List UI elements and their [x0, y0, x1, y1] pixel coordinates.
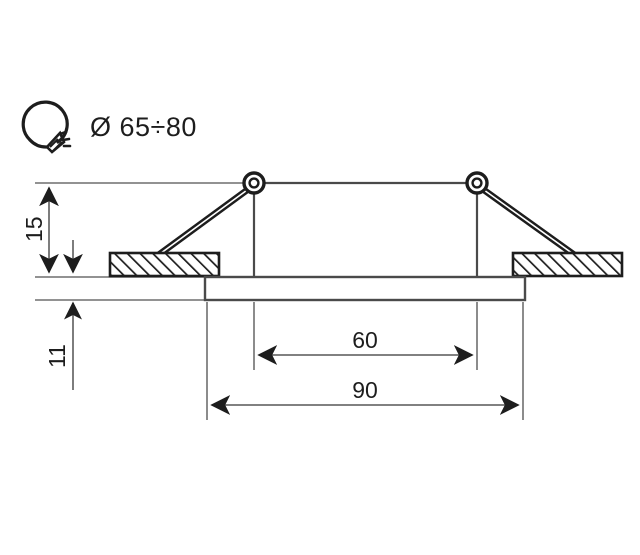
fixture-body-outline — [252, 181, 479, 277]
dimension-90: 90 — [210, 377, 520, 415]
pivot-right — [465, 171, 489, 195]
dimension-11-label: 11 — [44, 344, 70, 368]
spring-clip-right — [473, 181, 580, 260]
ceiling-section-left — [108, 251, 221, 278]
pivot-left — [242, 171, 266, 195]
cutout-diameter-label: Ø 65÷80 — [90, 112, 197, 142]
dimension-60: 60 — [257, 327, 474, 365]
dimension-60-label: 60 — [352, 327, 378, 353]
spring-clip-left — [153, 181, 258, 260]
dimension-15: 15 — [21, 186, 59, 274]
hole-saw-icon — [21, 100, 72, 154]
dimension-90-label: 90 — [352, 377, 378, 403]
ceiling-section-right — [511, 251, 624, 278]
dimension-15-label: 15 — [21, 216, 47, 242]
dimension-11: 11 — [44, 301, 82, 390]
trim-flange — [203, 275, 527, 302]
